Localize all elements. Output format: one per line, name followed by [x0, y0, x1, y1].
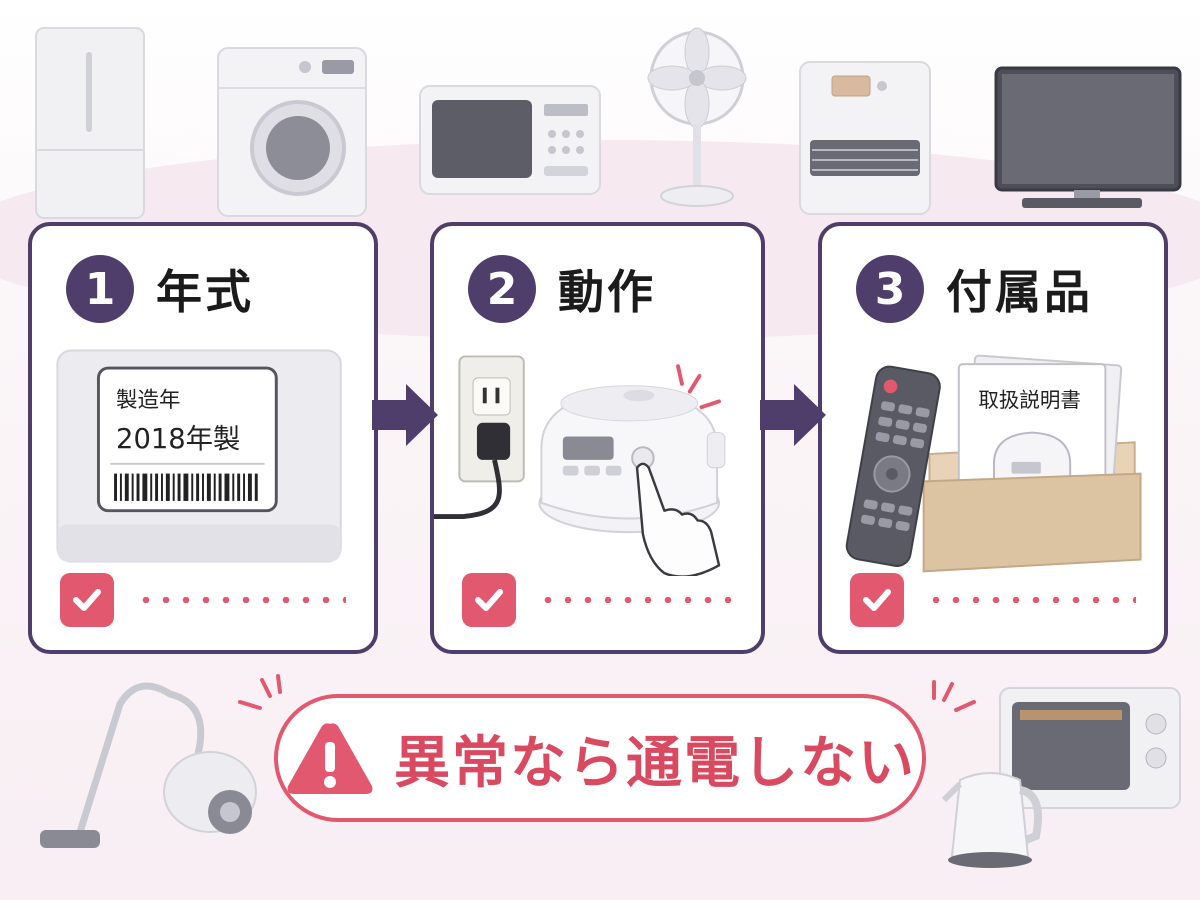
arrow-right-icon — [760, 384, 826, 446]
microwave-icon — [419, 85, 601, 195]
power-plug-icon — [434, 422, 511, 519]
step-header: 3 付属品 — [822, 254, 1164, 324]
barcode-icon — [114, 473, 258, 501]
step-title: 動作 — [558, 265, 656, 319]
manual-title: 取扱説明書 — [978, 388, 1081, 412]
step-number: 1 — [66, 255, 134, 323]
checkbox-checked-icon — [462, 573, 516, 627]
remote-control-icon — [845, 365, 941, 567]
checkbox-checked-icon — [850, 573, 904, 627]
washing-machine-icon — [217, 47, 367, 217]
step-header: 2 動作 — [434, 254, 761, 324]
checkbox-checked-icon — [60, 573, 114, 627]
rice-cooker-icon — [538, 385, 726, 534]
alert-burst-left-icon — [238, 674, 282, 710]
label-line-1: 製造年 — [116, 388, 180, 413]
dotted-line — [136, 597, 346, 603]
warning-text: 異常なら通電しない — [394, 730, 916, 796]
spark-lines-icon — [676, 364, 721, 410]
television-icon — [994, 66, 1182, 208]
step-title: 年式 — [156, 265, 254, 319]
fan-heater-icon — [799, 61, 931, 215]
check-row — [850, 572, 1136, 628]
step-card-2: 2 動作 — [430, 222, 765, 654]
pointing-hand-icon — [635, 462, 721, 576]
check-row — [60, 572, 346, 628]
step-header: 1 年式 — [32, 254, 374, 324]
step-number: 3 — [856, 255, 924, 323]
step-title: 付属品 — [946, 265, 1093, 319]
refrigerator-icon — [35, 27, 145, 219]
dotted-line — [926, 597, 1136, 603]
dotted-line — [538, 597, 733, 603]
warning-triangle-icon — [287, 723, 373, 794]
operation-check-illustration — [434, 355, 726, 576]
step-number: 2 — [468, 255, 536, 323]
vacuum-cleaner-icon — [40, 682, 257, 848]
warning-banner: 異常なら通電しない — [274, 694, 926, 822]
check-row — [462, 572, 733, 628]
arrow-right-icon — [372, 384, 438, 446]
electric-kettle-icon — [941, 772, 1042, 868]
electric-fan-icon — [647, 27, 747, 207]
appliances-row — [35, 27, 1182, 219]
toaster-oven-icon — [999, 687, 1181, 809]
alert-burst-right-icon — [932, 680, 976, 712]
manufacture-label-illustration: 製造年 2018年製 — [56, 349, 342, 563]
accessories-illustration: 取扱説明書 — [845, 354, 1142, 573]
power-outlet-icon — [458, 355, 525, 483]
step-card-1: 1 年式 製造年 2018年製 — [28, 222, 378, 654]
step-card-3: 3 付属品 取扱説明書 — [818, 222, 1168, 654]
label-line-2: 2018年製 — [116, 424, 240, 455]
